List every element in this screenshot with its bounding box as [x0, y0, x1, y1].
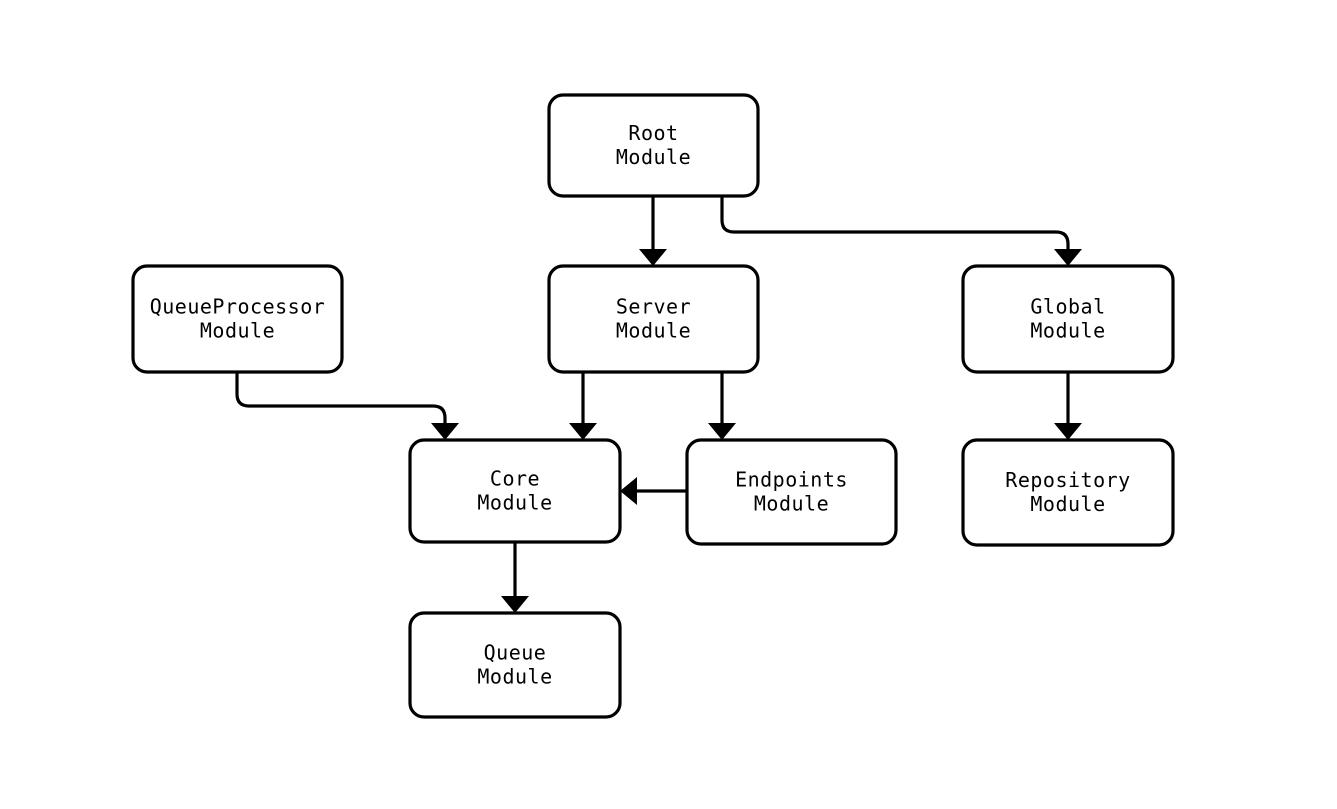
node-box-global[interactable] [961, 264, 1175, 374]
node-box-endpoints[interactable] [685, 438, 898, 546]
arrow-head-root-to-server [639, 249, 667, 266]
edges-layer [235, 196, 1082, 613]
edge-server-to-core [569, 372, 597, 440]
edge-endpoints-to-core [620, 477, 687, 505]
edge-queueprocessor-to-core [235, 372, 459, 440]
node-box-repository[interactable] [961, 438, 1175, 547]
node-label-line2-root: Module [616, 145, 691, 169]
node-label-line1-server: Server [616, 295, 691, 319]
edge-global-to-repository [1054, 372, 1082, 440]
node-label-line1-core: Core [490, 467, 540, 491]
node-box-queueprocessor[interactable] [131, 264, 344, 374]
arrow-head-global-to-repository [1054, 423, 1082, 440]
edge-line-root-to-global [720, 196, 1070, 250]
node-label-line2-core: Module [477, 491, 552, 515]
node-box-core[interactable] [408, 438, 622, 544]
edge-root-to-global [720, 196, 1082, 266]
node-label-line1-queue: Queue [484, 641, 547, 665]
node-label-line1-queueprocessor: QueueProcessor [150, 295, 326, 319]
edge-root-to-server [639, 196, 667, 266]
node-box-server[interactable] [547, 264, 760, 374]
node-label-line2-server: Module [616, 319, 691, 343]
arrow-head-endpoints-to-core [620, 477, 637, 505]
node-label-line2-queueprocessor: Module [200, 319, 275, 343]
edge-core-to-queue [501, 542, 529, 613]
node-box-queue[interactable] [408, 611, 622, 719]
node-label-line1-global: Global [1030, 295, 1105, 319]
arrow-head-queueprocessor-to-core [431, 423, 459, 440]
arrow-head-core-to-queue [501, 596, 529, 613]
node-label-line2-endpoints: Module [754, 492, 829, 516]
node-label-line2-repository: Module [1030, 492, 1105, 516]
edge-line-queueprocessor-to-core [235, 372, 447, 424]
arrow-head-server-to-endpoints [708, 423, 736, 440]
node-label-line1-endpoints: Endpoints [735, 468, 848, 492]
node-box-root[interactable] [547, 93, 760, 198]
arrow-head-root-to-global [1054, 249, 1082, 266]
node-label-line2-global: Module [1030, 319, 1105, 343]
arrow-head-server-to-core [569, 423, 597, 440]
edge-server-to-endpoints [708, 372, 736, 440]
node-label-line1-repository: Repository [1005, 468, 1130, 492]
node-label-line2-queue: Module [477, 665, 552, 689]
node-label-line1-root: Root [628, 121, 678, 145]
nodes-layer: RootModuleQueueProcessorModuleServerModu… [131, 93, 1175, 719]
